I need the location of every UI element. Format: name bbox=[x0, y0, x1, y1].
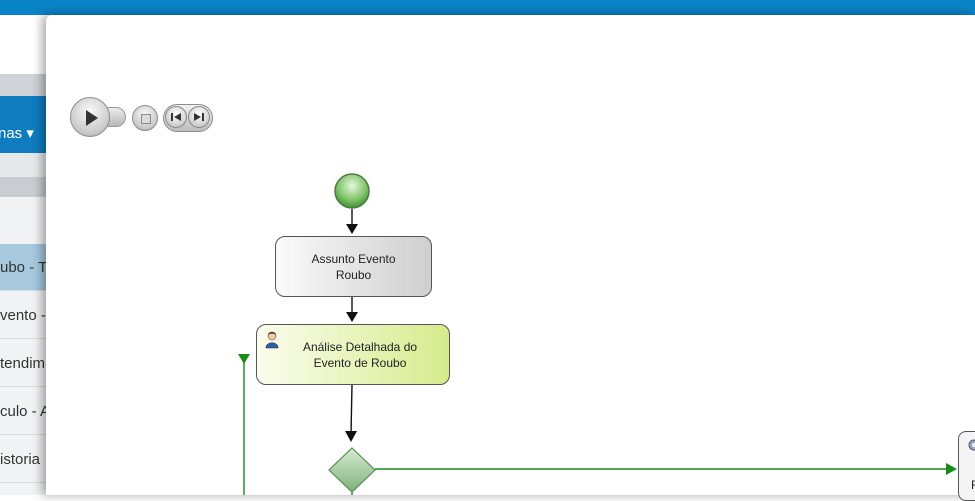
background-menu-label[interactable]: nas ▾ bbox=[0, 125, 34, 142]
background-row-label: vento - bbox=[0, 307, 46, 324]
stop-button[interactable] bbox=[132, 105, 158, 131]
background-row-label: tendim bbox=[0, 355, 46, 372]
service-task-partial[interactable]: F bbox=[958, 431, 975, 501]
background-list-row[interactable]: vento - bbox=[0, 292, 48, 339]
background-list-row[interactable]: tendim bbox=[0, 340, 48, 387]
top-bar bbox=[0, 0, 975, 15]
stop-icon bbox=[141, 114, 151, 124]
playback-controls bbox=[70, 97, 130, 137]
background-strip bbox=[0, 177, 48, 197]
background-list-row[interactable]: ubo - Tl bbox=[0, 244, 48, 291]
step-back-button[interactable] bbox=[165, 106, 187, 128]
background-row-label: culo - A bbox=[0, 403, 48, 420]
sequence-flow-arrow-green bbox=[946, 463, 957, 475]
start-event[interactable] bbox=[334, 173, 370, 209]
background-list-row[interactable]: culo - A bbox=[0, 388, 48, 435]
sequence-flow-arrow bbox=[345, 431, 357, 442]
step-forward-button[interactable] bbox=[188, 106, 210, 128]
task-label-line: Análise Detalhada do bbox=[302, 339, 418, 354]
background-list-row[interactable]: istoria bbox=[0, 436, 48, 483]
task-label-line: Roubo bbox=[335, 267, 372, 282]
gear-icon bbox=[968, 439, 975, 451]
user-icon bbox=[265, 331, 279, 349]
user-task-analise-detalhada[interactable]: Análise Detalhada do Evento de Roubo bbox=[256, 324, 450, 385]
background-nav-menu[interactable]: nas ▾ bbox=[0, 96, 48, 153]
background-row-label: istoria bbox=[0, 451, 41, 468]
task-label-partial: F bbox=[971, 478, 975, 492]
task-label-line: Assunto Evento bbox=[311, 251, 396, 266]
step-controls bbox=[163, 104, 213, 132]
sequence-flow-arrow bbox=[346, 224, 358, 234]
skip-forward-icon bbox=[194, 113, 204, 121]
process-viewer-modal bbox=[46, 15, 975, 495]
sequence-flow bbox=[350, 384, 353, 435]
play-icon bbox=[86, 110, 98, 126]
background-row-label: ubo - Tl bbox=[0, 259, 48, 276]
background-strip bbox=[0, 153, 48, 177]
sequence-flow-arrow bbox=[346, 312, 358, 322]
background-strip bbox=[0, 74, 48, 96]
task-label-line: Evento de Roubo bbox=[313, 355, 407, 370]
task-assunto-evento-roubo[interactable]: Assunto Evento Roubo bbox=[275, 236, 432, 297]
skip-back-icon bbox=[171, 113, 181, 121]
exclusive-gateway[interactable] bbox=[328, 447, 376, 493]
play-button[interactable] bbox=[70, 97, 110, 137]
loop-flow-arrow-green bbox=[238, 354, 250, 364]
